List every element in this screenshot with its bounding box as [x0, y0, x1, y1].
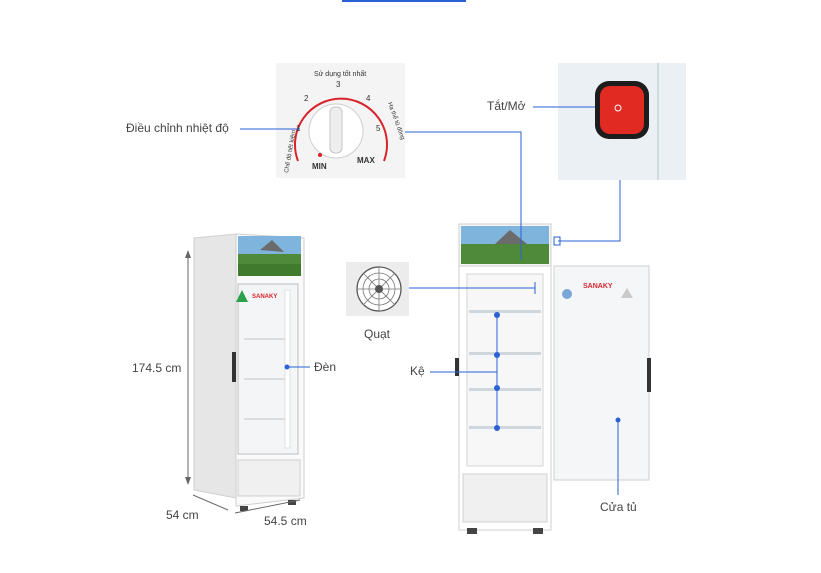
dial-top-text: Sử dụng tốt nhất	[314, 69, 366, 78]
fridge-closed-brand: SANAKY	[252, 294, 277, 300]
fridge-open-image: SANAKY	[455, 223, 651, 534]
fan-image	[346, 262, 409, 316]
dial-tick-1: 1	[296, 124, 301, 133]
power-switch-image	[558, 63, 686, 180]
dial-max: MAX	[357, 156, 375, 165]
fridge-closed-image: SANAKY	[193, 233, 305, 511]
shelf-label: Kệ	[410, 364, 425, 378]
dial-tick-4: 4	[366, 94, 371, 103]
dial-right-text: Hạ thể tủ đông	[386, 101, 405, 140]
power-label: Tắt/Mở	[487, 99, 526, 113]
dial-min: MIN	[312, 162, 327, 171]
width-label: 54.5 cm	[264, 514, 307, 528]
depth-label: 54 cm	[166, 508, 199, 522]
temperature-dial-image: Sử dụng tốt nhất Hạ thể tủ đông Chế độ t…	[276, 63, 405, 178]
dial-tick-3: 3	[336, 80, 341, 89]
temperature-label: Điều chỉnh nhiệt độ	[126, 121, 229, 135]
height-label: 174.5 cm	[132, 361, 182, 375]
top-accent-bar	[342, 0, 466, 2]
light-label: Đèn	[314, 360, 337, 374]
dial-tick-5: 5	[376, 124, 381, 133]
fridge-open-brand: SANAKY	[583, 283, 613, 290]
dial-tick-2: 2	[304, 94, 309, 103]
fan-label: Quạt	[364, 327, 391, 341]
door-label: Cửa tủ	[600, 500, 637, 514]
